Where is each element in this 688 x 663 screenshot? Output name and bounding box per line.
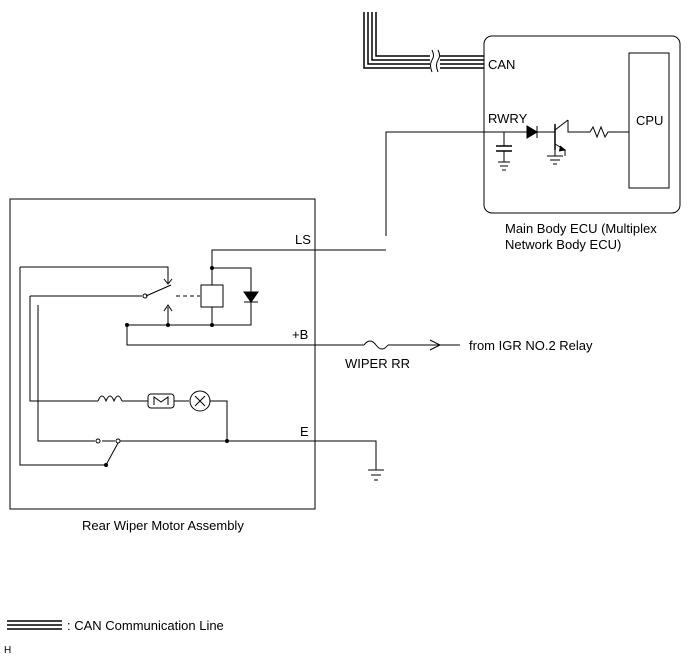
ls-label: LS bbox=[295, 232, 311, 247]
cpu-label: CPU bbox=[636, 113, 664, 128]
can-bus-lines bbox=[363, 12, 484, 69]
ecu-internal-circuit bbox=[385, 119, 629, 236]
capacitor-icon bbox=[496, 145, 512, 152]
rwry-label: RWRY bbox=[488, 111, 528, 126]
plus-b-label: +B bbox=[292, 327, 309, 342]
ecu-name-line2: Network Body ECU) bbox=[505, 237, 622, 252]
ecu-name-line1: Main Body ECU (Multiplex bbox=[505, 221, 657, 236]
ecu-diode-icon bbox=[526, 125, 538, 139]
relay-diode-icon bbox=[243, 291, 259, 303]
ls-wiring bbox=[200, 249, 386, 326]
legend-label: : CAN Communication Line bbox=[67, 618, 224, 633]
ground-icon bbox=[368, 469, 384, 481]
fuse-icon bbox=[363, 340, 389, 350]
cpu-box bbox=[628, 52, 670, 189]
ecu-box bbox=[483, 35, 681, 214]
can-break-mark bbox=[430, 49, 440, 73]
ground-circuit bbox=[19, 267, 384, 481]
relay-coil-icon bbox=[200, 284, 224, 308]
corner-mark: H bbox=[4, 645, 12, 656]
legend-can-line bbox=[7, 620, 62, 630]
coil-icon bbox=[97, 395, 123, 403]
assembly-name-label: Rear Wiper Motor Assembly bbox=[82, 518, 244, 533]
motor-circuit bbox=[29, 296, 228, 441]
assembly-box bbox=[9, 198, 316, 510]
motor-icon bbox=[153, 396, 169, 405]
can-label: CAN bbox=[488, 57, 516, 72]
relay-switch bbox=[20, 266, 200, 325]
e-label: E bbox=[300, 424, 309, 439]
wiper-rr-label: WIPER RR bbox=[345, 356, 410, 371]
resistor-icon bbox=[585, 125, 629, 139]
from-igr-label: from IGR NO.2 Relay bbox=[469, 338, 593, 353]
